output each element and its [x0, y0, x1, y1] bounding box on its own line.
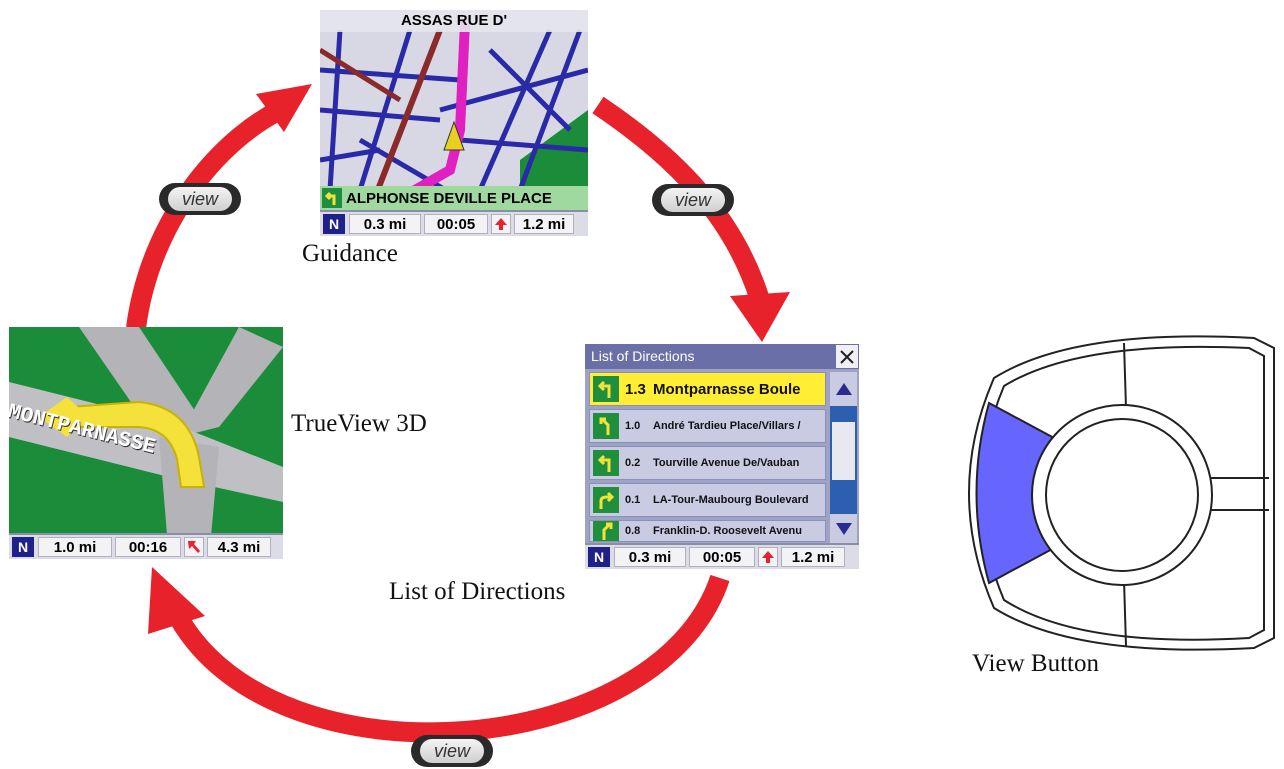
top-street-banner: ASSAS RUE D' [320, 10, 588, 32]
heading-indicator: N [12, 537, 34, 557]
bear-left-icon [593, 413, 619, 439]
turn-left-icon [593, 450, 619, 476]
direction-row[interactable]: 0.2 Tourville Avenue De/Vauban [589, 446, 826, 480]
trueview-3d-map [9, 327, 283, 559]
scroll-up-icon [835, 383, 852, 395]
direction-distance: 0.8 [625, 525, 641, 537]
time-to-turn: 00:05 [424, 214, 488, 234]
direction-distance: 0.1 [625, 494, 641, 506]
guidance-screen: ASSAS RUE D' ALPHONSE DEVILLE PLACE N 0.… [320, 10, 588, 236]
scroll-up-button[interactable] [830, 372, 857, 406]
up-arrow-icon [758, 547, 778, 567]
direction-row[interactable]: 1.0 André Tardieu Place/Villars / [589, 409, 826, 443]
time-to-turn: 00:05 [689, 547, 755, 567]
guidance-caption: Guidance [302, 240, 398, 267]
direction-row[interactable]: 0.1 LA-Tour-Maubourg Boulevard [589, 483, 826, 517]
turn-left-icon [593, 376, 619, 402]
turn-arrow-icon [184, 537, 204, 557]
scroll-thumb[interactable] [832, 422, 855, 480]
direction-street: André Tardieu Place/Villars / [653, 420, 801, 432]
view-pill-bottom: view [411, 735, 493, 767]
view-button-diagram [968, 335, 1275, 651]
view-pill-label: view [420, 739, 484, 763]
heading-indicator: N [588, 547, 610, 567]
arrowhead-trueview [148, 567, 205, 634]
direction-street: Franklin-D. Roosevelt Avenu [653, 525, 802, 537]
list-directions-screen: List of Directions 1.3 Montparnasse Boul… [585, 344, 859, 569]
view-button-caption: View Button [972, 650, 1099, 677]
list-header: List of Directions [585, 344, 835, 369]
status-bar: N 1.0 mi 00:16 4.3 mi [9, 533, 283, 559]
status-bar: N 0.3 mi 00:05 1.2 mi [585, 543, 859, 569]
distance-remaining: 4.3 mi [207, 537, 271, 557]
view-pill-label: view [168, 187, 232, 211]
direction-street: Tourville Avenue De/Vauban [653, 457, 800, 469]
direction-row[interactable]: 1.3 Montparnasse Boule [589, 372, 826, 406]
scroll-down-button[interactable] [830, 514, 857, 544]
turn-right-icon [593, 487, 619, 513]
next-street-name: ALPHONSE DEVILLE PLACE [346, 189, 552, 207]
status-bar: N 0.3 mi 00:05 1.2 mi [320, 210, 588, 236]
distance-remaining: 1.2 mi [514, 214, 574, 234]
cycle-arrow-list-to-trueview [171, 574, 730, 743]
cycle-arrow-trueview-to-guidance [126, 101, 285, 330]
direction-row[interactable]: 0.8 Franklin-D. Roosevelt Avenu [589, 520, 826, 542]
direction-street: LA-Tour-Maubourg Boulevard [653, 494, 809, 506]
close-button[interactable] [835, 344, 859, 369]
list-caption: List of Directions [389, 578, 566, 605]
up-arrow-icon [491, 214, 511, 234]
distance-remaining: 1.2 mi [781, 547, 845, 567]
arrowhead-guidance [256, 84, 312, 132]
distance-to-turn: 0.3 mi [614, 547, 686, 567]
bear-right-icon [593, 521, 619, 541]
turn-left-icon [322, 188, 342, 208]
close-icon [840, 349, 854, 364]
trueview-caption: TrueView 3D [291, 410, 427, 437]
next-street-banner: ALPHONSE DEVILLE PLACE [320, 186, 588, 210]
heading-indicator: N [323, 214, 345, 234]
direction-distance: 1.0 [625, 420, 641, 432]
view-pill-label: view [661, 188, 725, 212]
scrollbar[interactable] [830, 372, 857, 544]
view-pill-left: view [159, 183, 241, 215]
time-to-turn: 00:16 [115, 537, 181, 557]
scroll-down-icon [835, 523, 852, 535]
trueview-screen: MONTPARNASSE N 1.0 mi 00:16 4.3 mi [9, 327, 283, 559]
direction-distance: 1.3 [625, 380, 646, 398]
distance-to-turn: 0.3 mi [349, 214, 421, 234]
direction-street: Montparnasse Boule [653, 380, 801, 398]
direction-distance: 0.2 [625, 457, 641, 469]
distance-to-turn: 1.0 mi [38, 537, 112, 557]
arrowhead-list [730, 292, 790, 342]
view-pill-right: view [652, 184, 734, 216]
